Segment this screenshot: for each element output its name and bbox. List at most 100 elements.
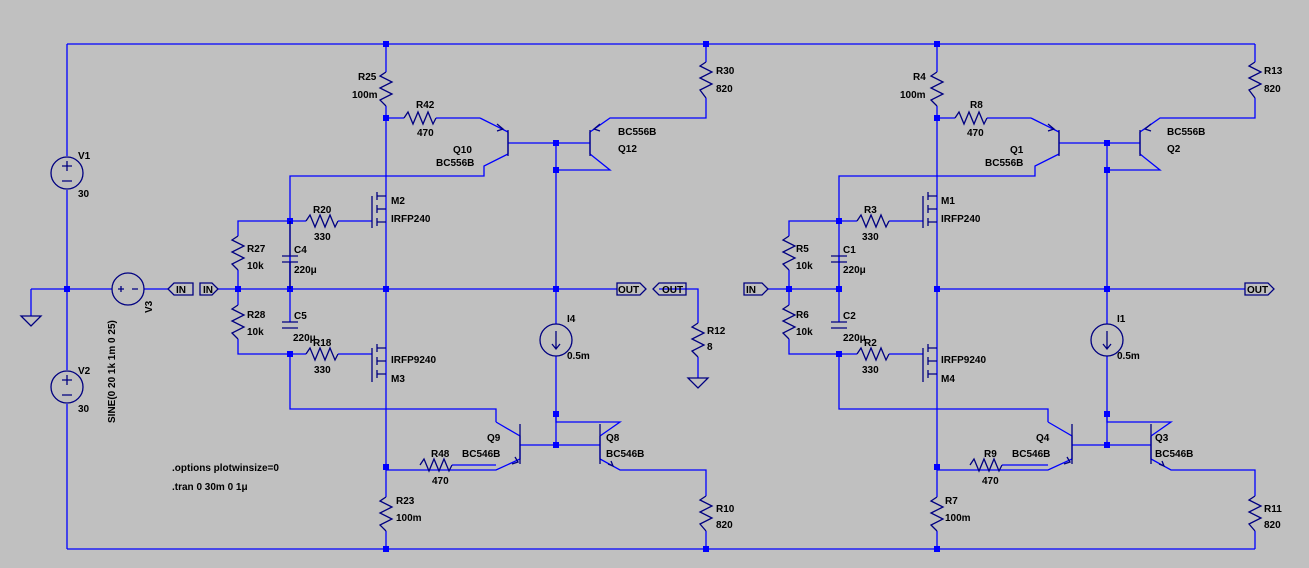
v1-value: 30 — [78, 189, 90, 200]
svg-text:0.5m: 0.5m — [567, 351, 590, 362]
mosfet-m1[interactable]: M1 IRFP240 — [922, 192, 981, 228]
transistor-q8[interactable]: Q8 BC546B — [599, 424, 644, 468]
net-out-text-1: OUT — [618, 285, 639, 296]
ground-symbol-load — [686, 377, 710, 389]
transistor-q10[interactable]: Q10 BC556B — [436, 123, 509, 169]
svg-text:470: 470 — [417, 128, 434, 139]
resistor-r27[interactable]: R27 10k — [230, 235, 266, 272]
svg-text:10k: 10k — [796, 327, 813, 338]
svg-text:R20: R20 — [313, 205, 332, 216]
v2-value: 30 — [78, 404, 90, 415]
resistor-r4[interactable]: R4 100m — [900, 71, 945, 107]
ground-symbol — [19, 315, 43, 327]
svg-text:220μ: 220μ — [294, 265, 317, 276]
resistor-r2[interactable]: R2 330 — [856, 338, 890, 376]
svg-text:100m: 100m — [945, 513, 971, 524]
directive-options[interactable]: .options plotwinsize=0 — [172, 463, 279, 474]
resistor-r25[interactable]: R25 100m — [352, 71, 394, 107]
transistor-q3[interactable]: Q3 BC546B — [1150, 424, 1193, 468]
resistor-r13[interactable]: R13 820 — [1247, 61, 1283, 99]
svg-text:R6: R6 — [796, 310, 809, 321]
capacitor-c4[interactable]: C4 220μ — [282, 221, 317, 289]
svg-text:BC546B: BC546B — [1012, 449, 1050, 460]
resistor-r8[interactable]: R8 470 — [954, 100, 988, 139]
resistor-r18[interactable]: R18 330 — [305, 338, 339, 376]
resistor-r10[interactable]: R10 820 — [698, 495, 735, 532]
net-label-out-2[interactable]: OUT — [652, 282, 687, 296]
svg-text:10k: 10k — [796, 261, 813, 272]
mosfet-m2[interactable]: M2 IRFP240 — [371, 192, 431, 228]
resistor-r20[interactable]: R20 330 — [305, 205, 339, 243]
svg-text:R8: R8 — [970, 100, 983, 111]
resistor-r7[interactable]: R7 100m — [929, 496, 971, 532]
junctions — [64, 41, 1110, 552]
svg-text:R42: R42 — [416, 100, 435, 111]
svg-text:M1: M1 — [941, 196, 955, 207]
svg-text:220μ: 220μ — [293, 333, 316, 344]
v2-name: V2 — [78, 366, 91, 377]
svg-text:R12: R12 — [707, 326, 726, 337]
svg-text:Q4: Q4 — [1036, 433, 1050, 444]
resistor-r3[interactable]: R3 330 — [856, 205, 890, 243]
svg-text:820: 820 — [1264, 84, 1281, 95]
svg-text:C4: C4 — [294, 245, 307, 256]
current-source-i1[interactable]: I1 0.5m — [1090, 314, 1140, 362]
resistor-r12[interactable]: R12 8 — [690, 322, 726, 358]
resistor-r30[interactable]: R30 820 — [698, 61, 735, 99]
svg-text:BC556B: BC556B — [618, 127, 656, 138]
transistor-q1[interactable]: Q1 BC556B — [985, 123, 1060, 169]
net-label-out-1[interactable]: OUT — [616, 282, 647, 296]
source-v2[interactable]: V2 30 — [50, 366, 91, 415]
svg-text:0.5m: 0.5m — [1117, 351, 1140, 362]
svg-text:100m: 100m — [900, 90, 926, 101]
source-v3[interactable]: V3 SINE(0 20 1k 1m 0 25) — [107, 272, 155, 423]
source-v1[interactable]: V1 30 — [50, 151, 91, 200]
net-label-in-3[interactable]: IN — [743, 282, 769, 296]
svg-text:C5: C5 — [294, 311, 307, 322]
svg-text:820: 820 — [716, 520, 733, 531]
mosfet-m4[interactable]: IRFP9240 M4 — [922, 344, 986, 385]
directive-tran[interactable]: .tran 0 30m 0 1μ — [172, 482, 248, 493]
net-label-in-2[interactable]: IN — [199, 282, 219, 296]
resistor-r9[interactable]: R9 470 — [969, 449, 1003, 487]
svg-text:R11: R11 — [1264, 504, 1282, 515]
svg-text:Q8: Q8 — [606, 433, 620, 444]
resistor-r23[interactable]: R23 100m — [378, 496, 422, 532]
transistor-q2[interactable]: BC556B Q2 — [1139, 123, 1205, 156]
svg-text:R23: R23 — [396, 496, 415, 507]
svg-text:R27: R27 — [247, 244, 266, 255]
mosfet-m3[interactable]: IRFP9240 M3 — [371, 344, 436, 385]
net-in-text-2: IN — [203, 285, 213, 296]
svg-text:BC556B: BC556B — [436, 158, 474, 169]
svg-text:100m: 100m — [352, 90, 378, 101]
svg-text:R10: R10 — [716, 504, 735, 515]
resistor-r5[interactable]: R5 10k — [781, 235, 813, 272]
net-label-out-3[interactable]: OUT — [1244, 282, 1275, 296]
resistor-r6[interactable]: R6 10k — [781, 304, 813, 340]
capacitor-c5[interactable]: C5 220μ — [282, 311, 316, 344]
svg-text:I4: I4 — [567, 314, 576, 325]
svg-text:330: 330 — [862, 232, 879, 243]
transistor-q9[interactable]: Q9 BC546B — [462, 424, 521, 465]
current-source-i4[interactable]: I4 0.5m — [539, 314, 590, 362]
svg-text:R7: R7 — [945, 496, 958, 507]
svg-text:C1: C1 — [843, 245, 856, 256]
transistor-q12[interactable]: BC556B Q12 — [589, 123, 656, 156]
svg-text:330: 330 — [314, 232, 331, 243]
spice-directives[interactable]: .options plotwinsize=0 .tran 0 30m 0 1μ — [172, 463, 279, 493]
net-label-in-1[interactable]: IN — [167, 282, 194, 296]
resistor-r11[interactable]: R11 820 — [1247, 495, 1282, 532]
resistor-r28[interactable]: R28 10k — [230, 304, 266, 340]
resistor-r42[interactable]: R42 470 — [403, 100, 437, 139]
svg-text:Q12: Q12 — [618, 144, 637, 155]
transistor-q4[interactable]: Q4 BC546B — [1012, 424, 1073, 465]
svg-text:IRFP9240: IRFP9240 — [941, 355, 986, 366]
resistor-r48[interactable]: R48 470 — [419, 449, 453, 487]
svg-text:R13: R13 — [1264, 66, 1283, 77]
capacitor-c1[interactable]: C1 220μ — [831, 245, 866, 276]
capacitor-c2[interactable]: C2 220μ — [831, 311, 866, 344]
svg-text:BC546B: BC546B — [462, 449, 500, 460]
svg-text:470: 470 — [432, 476, 449, 487]
